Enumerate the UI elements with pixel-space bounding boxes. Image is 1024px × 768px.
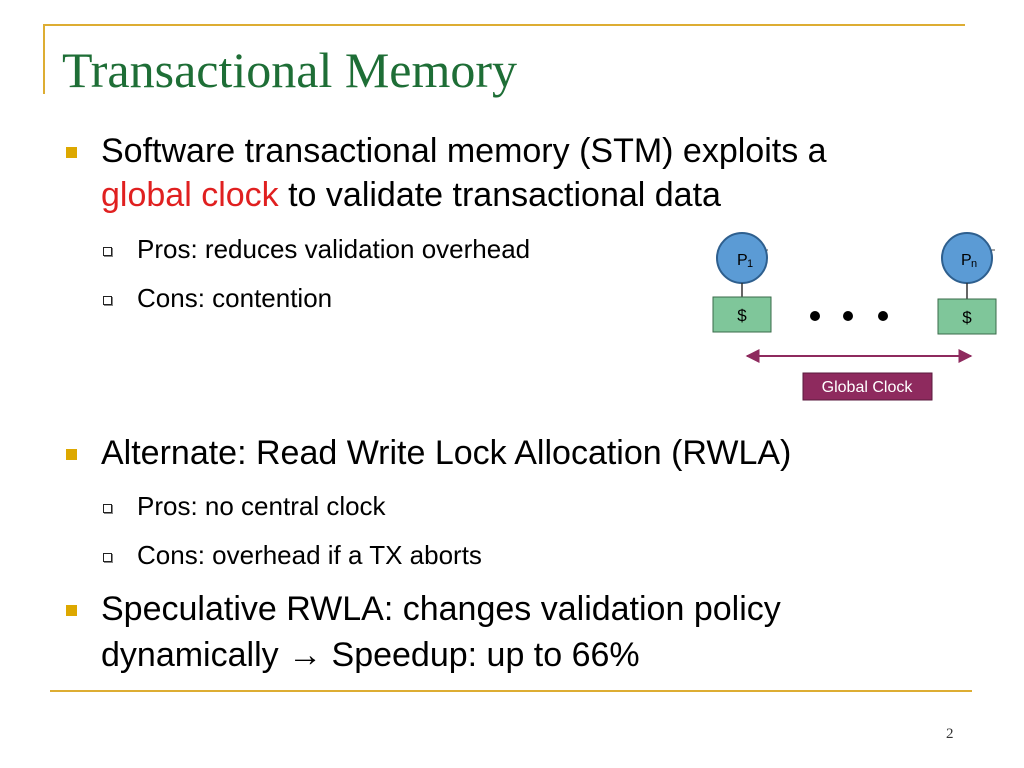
bullet-1-line-1: Software transactional memory (STM) expl…: [101, 132, 827, 170]
bullet-1-sub-2: Cons: contention: [137, 283, 333, 313]
processor-n-subscript: n: [971, 258, 977, 270]
bullet-1-sub-1: Pros: reduces validation overhead: [137, 234, 531, 264]
cache-1: $: [712, 296, 772, 333]
title-frame-top-rule: [43, 24, 965, 26]
bullet-2-sub-2: Cons: overhead if a TX aborts: [137, 540, 482, 570]
sub-bullet-marker: [103, 247, 112, 256]
global-clock-diagram: P 1 $ P n $ Global Clock: [712, 232, 997, 401]
sub-bullet-marker: [103, 553, 112, 562]
processor-n-label: P: [961, 252, 972, 269]
bullet-marker: [66, 605, 77, 616]
processor-n: P n: [941, 232, 995, 284]
bullet-1-line-2: global clock to validate transactional d…: [101, 173, 721, 217]
page-number: 2: [946, 726, 954, 742]
ellipsis-dot: [843, 311, 853, 321]
cache-n: $: [937, 298, 997, 335]
global-clock-box: Global Clock: [802, 372, 933, 401]
cache-n-label: $: [962, 308, 972, 327]
cache-1-label: $: [737, 306, 747, 325]
sub-bullet-marker: [103, 504, 112, 513]
footer-rule: [50, 690, 972, 692]
processor-1-label: P: [737, 252, 748, 269]
bullet-marker: [66, 449, 77, 460]
bullet-2-sub-1: Pros: no central clock: [137, 491, 386, 521]
global-clock-highlight: global clock: [101, 176, 279, 214]
processor-1: P 1: [716, 232, 768, 284]
bullet-3-line-2: dynamically → Speedup: up to 66%: [101, 636, 640, 674]
title-frame-left-rule: [43, 24, 45, 94]
bullet-marker: [66, 147, 77, 158]
sub-bullet-marker: [103, 296, 112, 305]
processor-1-subscript: 1: [747, 258, 753, 270]
ellipsis-dot: [878, 311, 888, 321]
bullet-3-line-1: Speculative RWLA: changes validation pol…: [101, 590, 781, 628]
bullet-2-line-1: Alternate: Read Write Lock Allocation (R…: [101, 434, 792, 472]
ellipsis-dot: [810, 311, 820, 321]
bullet-1-line-2-rest: to validate transactional data: [278, 176, 721, 214]
slide-title: Transactional Memory: [62, 42, 518, 98]
global-clock-label: Global Clock: [822, 379, 914, 396]
